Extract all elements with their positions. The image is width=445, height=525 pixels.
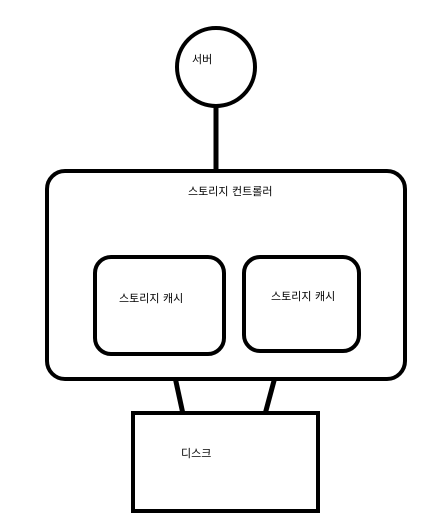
storage-cache-left-box — [93, 255, 226, 356]
storage-cache-left-label: 스토리지 캐시 — [119, 292, 183, 305]
server-node[interactable]: 서버 — [175, 26, 257, 108]
storage-cache-right-box — [242, 255, 361, 353]
server-circle — [175, 26, 257, 108]
disk-node[interactable]: 디스크 — [131, 411, 320, 513]
storage-cache-left-node[interactable]: 스토리지 캐시 — [93, 255, 226, 356]
disk-label: 디스크 — [181, 447, 211, 460]
storage-cache-right-node[interactable]: 스토리지 캐시 — [242, 255, 361, 353]
storage-controller-label: 스토리지 컨트롤러 — [188, 185, 272, 198]
server-label: 서버 — [192, 53, 212, 66]
disk-box — [131, 411, 320, 513]
storage-cache-right-label: 스토리지 캐시 — [271, 290, 335, 303]
